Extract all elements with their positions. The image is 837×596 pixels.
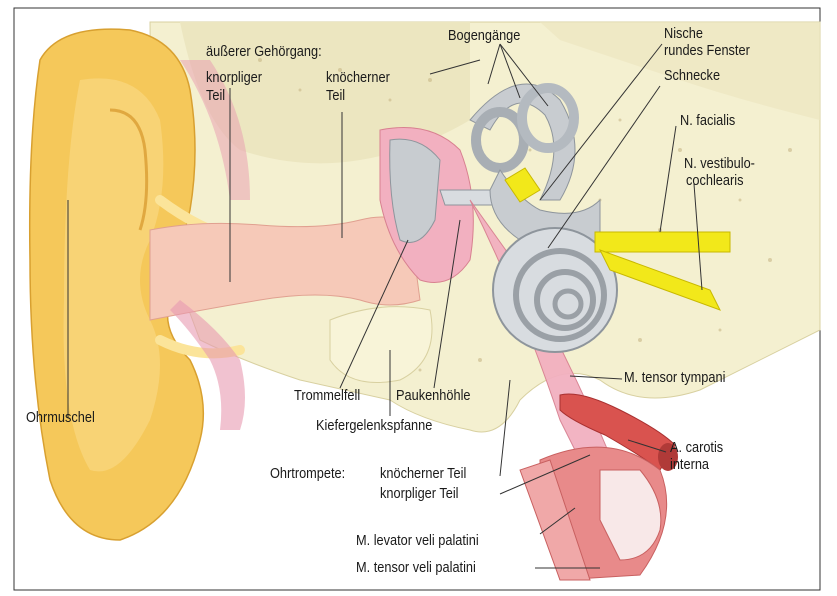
label-interna: interna	[670, 457, 709, 474]
label-cochlearis: cochlearis	[686, 173, 743, 190]
label-paukenhoehle: Paukenhöhle	[396, 388, 471, 405]
label-m-levator: M. levator veli palatini	[356, 533, 479, 550]
label-knoecherner-teil: knöcherner Teil	[380, 466, 466, 483]
label-m-tensor-veli: M. tensor veli palatini	[356, 560, 476, 577]
label-nische: Nische	[664, 26, 703, 43]
label-trommelfell: Trommelfell	[294, 388, 360, 405]
label-knorpliger-teil: knorpliger Teil	[380, 486, 458, 503]
label-knorpliger: knorpliger	[206, 70, 262, 87]
label-teil-knochen: Teil	[326, 88, 345, 105]
label-a-carotis: A. carotis	[670, 440, 723, 457]
label-gehoergang: äußerer Gehörgang:	[206, 44, 322, 61]
label-rundes-fenster: rundes Fenster	[664, 43, 750, 60]
label-kiefergelenkspfanne: Kiefergelenkspfanne	[316, 418, 432, 435]
label-knoecherner: knöcherner	[326, 70, 390, 87]
label-n-facialis: N. facialis	[680, 113, 735, 130]
label-n-vestibulo: N. vestibulo-	[684, 156, 755, 173]
label-schnecke: Schnecke	[664, 68, 720, 85]
label-bogengaenge: Bogengänge	[448, 28, 520, 45]
label-ohrtrompete: Ohrtrompete:	[270, 466, 345, 483]
label-teil-knorpel: Teil	[206, 88, 225, 105]
label-ohrmuschel: Ohrmuschel	[26, 410, 95, 427]
label-m-tensor-tympani: M. tensor tympani	[624, 370, 725, 387]
